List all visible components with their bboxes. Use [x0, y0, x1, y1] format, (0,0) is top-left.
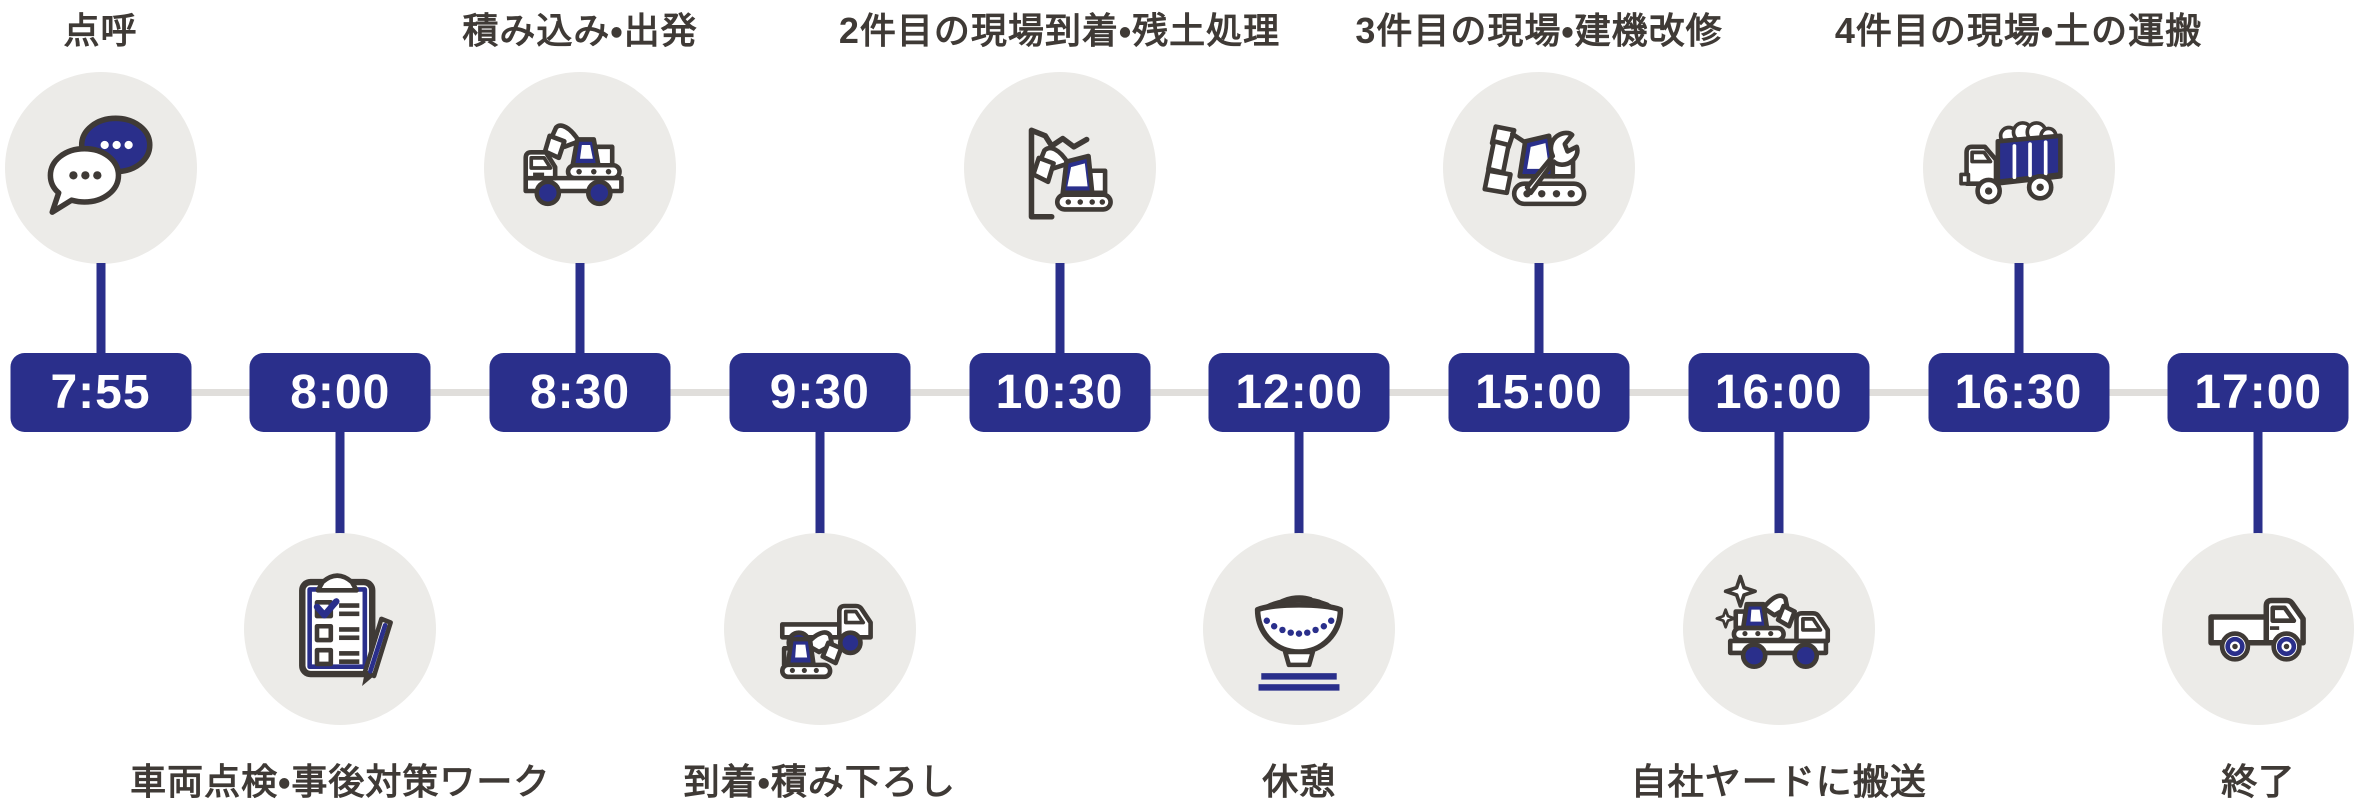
step-label: 2件目の現場到着・残土処理	[838, 10, 1281, 51]
step-icon-circle	[1922, 72, 2115, 264]
connector-line	[2014, 263, 2023, 355]
step-icon-circle	[1682, 533, 1875, 725]
connector-line	[1774, 431, 1784, 535]
time-badge: 7:55	[10, 353, 191, 432]
time-badge: 9:30	[729, 353, 911, 432]
chat-bubbles-icon	[47, 115, 153, 215]
step-label: 点呼	[63, 10, 138, 51]
truck-finish-icon	[2208, 597, 2307, 662]
time-badge: 8:30	[489, 353, 671, 432]
time-badge: 8:00	[249, 353, 431, 432]
step-icon-circle	[1203, 533, 1396, 725]
step-label: 休憩	[1262, 761, 1337, 802]
time-badge: 17:00	[2167, 353, 2349, 432]
time-badge: 12:00	[1208, 353, 1390, 432]
step-icon-circle	[963, 72, 1156, 264]
truck-loading-icon	[523, 123, 624, 207]
dump-truck-icon	[1958, 121, 2063, 205]
time-badge: 15:00	[1448, 353, 1630, 432]
time-badge: 16:30	[1928, 353, 2109, 432]
connector-line	[1055, 263, 1064, 355]
clipboard-checklist-icon	[299, 573, 394, 687]
step-label: 4件目の現場・土の運搬	[1834, 10, 2203, 51]
step-label: 3件目の現場・建機改修	[1355, 10, 1723, 51]
time-badge: 10:30	[969, 353, 1150, 432]
step-icon-circle	[484, 72, 676, 264]
step-icon-circle	[2162, 533, 2355, 725]
connector-line	[815, 431, 825, 535]
connector-line	[2253, 431, 2263, 535]
connector-line	[96, 263, 105, 355]
truck-unloading-icon	[779, 603, 873, 680]
step-label: 到着・積み下ろし	[683, 761, 956, 802]
step-icon-circle	[723, 533, 916, 725]
step-label: 自社ヤードに搬送	[1630, 761, 1927, 802]
connector-line	[1294, 431, 1304, 535]
connector-line	[1534, 263, 1544, 355]
step-label: 積み込み・出発	[462, 10, 698, 51]
noodle-bowl-icon	[1255, 595, 1344, 691]
step-label: 終了	[2221, 761, 2296, 802]
step-icon-circle	[4, 72, 197, 264]
connector-line	[575, 263, 585, 355]
excavator-site-icon	[1028, 127, 1113, 220]
step-icon-circle	[1443, 72, 1635, 264]
truck-yard-icon	[1715, 574, 1830, 670]
connector-line	[335, 431, 345, 535]
time-badge: 16:00	[1688, 353, 1870, 432]
timeline-axis	[100, 389, 2258, 396]
step-label: 車両点検・事後対策ワーク	[130, 761, 551, 802]
excavator-wrench-icon	[1482, 124, 1587, 207]
step-icon-circle	[244, 533, 437, 725]
